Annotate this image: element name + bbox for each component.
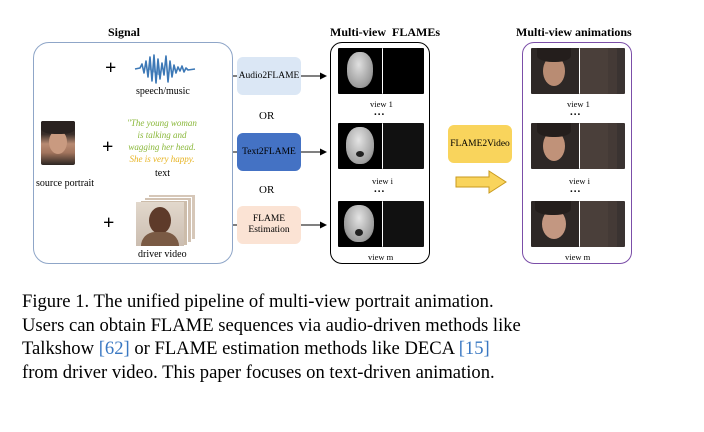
- waveform-icon: [134, 54, 196, 84]
- anim-view-label: view i: [569, 176, 591, 186]
- plus-sign: +: [105, 57, 117, 79]
- caption-line: Figure 1. The unified pipeline of multi-…: [22, 290, 682, 314]
- quote-line-last: She is very happy.: [129, 154, 195, 164]
- text-quote: "The young woman is talking and wagging …: [120, 117, 204, 165]
- driver-video-label: driver video: [138, 249, 187, 260]
- estimation-line: Estimation: [248, 225, 290, 235]
- signal-panel: [33, 42, 233, 264]
- or-label: OR: [259, 110, 275, 122]
- anim-view-stack: [531, 201, 626, 249]
- or-label: OR: [259, 184, 275, 196]
- ellipsis: ...: [374, 106, 386, 118]
- source-portrait-label: source portrait: [36, 178, 95, 189]
- caption-line: Talkshow [62] or FLAME estimation method…: [22, 337, 682, 361]
- flame-view-label: view i: [372, 176, 394, 186]
- citation-link[interactable]: [62]: [98, 338, 130, 359]
- right-arrow-icon: [455, 170, 507, 194]
- animations-panel: [522, 42, 632, 264]
- quote-line: is talking and: [137, 130, 187, 140]
- flames-header: Multi-view FLAMEs: [330, 25, 440, 39]
- flame-view-stack: [338, 48, 424, 96]
- quote-line: "The young woman: [127, 118, 197, 128]
- flames-panel: [330, 42, 430, 264]
- estimation-line: FLAME: [252, 214, 286, 225]
- flame-view-stack: [338, 201, 424, 249]
- speech-label: speech/music: [136, 86, 190, 97]
- ellipsis: ...: [570, 183, 582, 195]
- text-label: text: [155, 168, 170, 179]
- animations-header: Multi-view animations: [516, 25, 632, 39]
- flame-estimation-box: FLAME Estimation: [237, 206, 301, 244]
- caption-text: The unified pipeline of multi-view portr…: [93, 291, 494, 312]
- audio2flame-box: Audio2FLAME: [237, 57, 301, 95]
- citation-link[interactable]: [15]: [458, 338, 490, 359]
- flame-view-stack: [338, 123, 424, 171]
- connector-arrows: [233, 72, 327, 229]
- flame2video-box: FLAME2Video: [448, 125, 512, 163]
- caption-line: from driver video. This paper focuses on…: [22, 361, 495, 383]
- ellipsis: ...: [374, 183, 386, 195]
- flame-view-label: view m: [368, 252, 394, 262]
- text2flame-box: Text2FLAME: [237, 133, 301, 171]
- figure-label: Figure 1.: [22, 291, 90, 312]
- plus-sign: +: [103, 212, 115, 234]
- caption-line: Users can obtain FLAME sequences via aud…: [22, 314, 521, 336]
- anim-view-stack: [531, 48, 626, 96]
- quote-line: wagging her head.: [128, 142, 196, 152]
- flame-view-label: view 1: [370, 99, 393, 109]
- signal-header: Signal: [108, 25, 141, 39]
- caption-text: Talkshow: [22, 338, 95, 359]
- anim-view-stack: [531, 123, 626, 171]
- figure-caption: Figure 1. The unified pipeline of multi-…: [22, 290, 682, 384]
- anim-view-label: view 1: [567, 99, 590, 109]
- caption-text: or FLAME estimation methods like DECA: [134, 338, 455, 359]
- anim-view-label: view m: [565, 252, 591, 262]
- plus-sign: +: [102, 136, 114, 158]
- ellipsis: ...: [570, 106, 582, 118]
- source-portrait-image: [41, 121, 75, 165]
- driver-video-stack: [136, 194, 196, 246]
